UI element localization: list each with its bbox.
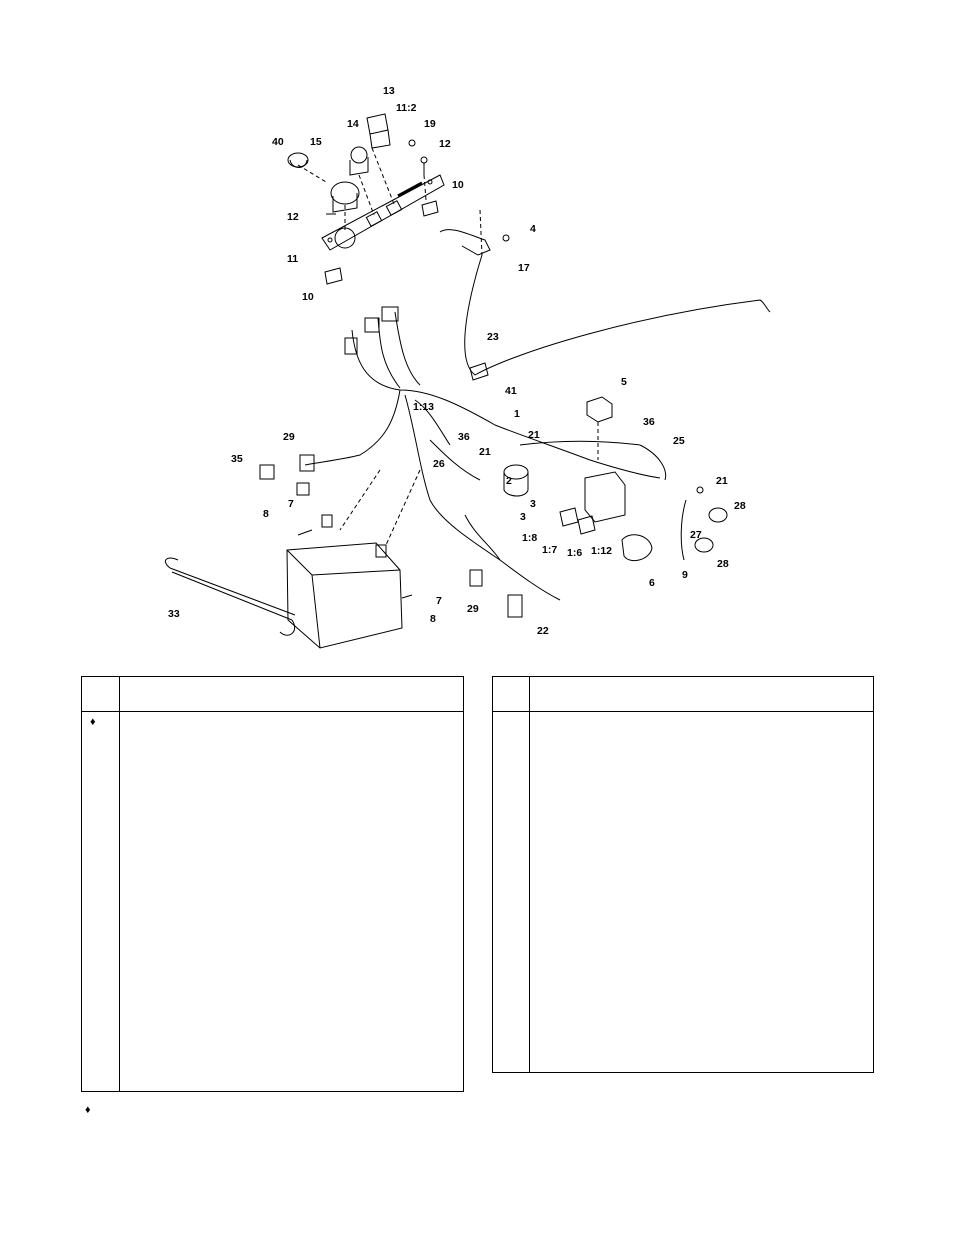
callout-label: 21 [528,429,540,441]
callout-label: 10 [302,291,314,303]
main-harness [351,329,661,479]
callout-label: 11 [287,253,298,265]
callout-label: 22 [537,625,549,637]
callout-label: 1 [514,408,520,420]
callout-label: 12 [287,211,299,223]
callout-label: 25 [673,435,685,447]
callout-label: 21 [716,475,728,487]
table-header [493,677,873,712]
relay [586,396,613,423]
wiring-harness-exploded-diagram: 13 14 11:2 19 40 15 12 12 10 4 17 11 10 … [165,85,771,649]
ignition-switch [330,181,360,205]
callout-label: 2 [506,475,512,487]
callout-label: 36 [458,431,470,443]
rocker-switch [366,113,389,135]
callout-label: 35 [231,453,243,465]
callout-label: 23 [487,331,499,343]
callout-label: 6 [649,577,655,589]
callout-label: 29 [467,603,479,615]
callout-label: 1:12 [591,545,612,557]
parts-table-right [492,676,874,1073]
fuse-block [584,471,626,523]
callout-label: 8 [430,613,436,625]
callout-label: 12 [439,138,451,150]
callout-label: 28 [734,500,746,512]
knob [350,146,368,164]
footnote-diamond-marker: ♦ [85,1104,91,1116]
parts-table-left: ♦ [81,676,464,1092]
callout-label: 1:6 [567,547,582,559]
callout-label: 10 [452,179,464,191]
callout-labels: 13 14 11:2 19 40 15 12 12 10 4 17 11 10 … [168,85,746,637]
starter-solenoid [621,534,653,562]
callout-label: 26 [433,458,445,470]
callout-label: 3 [520,511,526,523]
battery [286,542,403,649]
table-header [82,677,463,712]
callout-label: 9 [682,569,688,581]
column-divider [529,677,530,1072]
callout-label: 1:7 [542,544,557,556]
callout-label: 33 [168,608,180,620]
callout-label: 29 [283,431,295,443]
callout-label: 7 [436,595,442,607]
battery-hold-down [169,567,296,616]
throttle-cable [464,254,771,376]
callout-label: 27 [690,529,702,541]
callout-label: 8 [263,508,269,520]
callout-label: 13 [383,85,395,97]
callout-label: 11:2 [396,102,417,114]
callout-label: 15 [310,136,322,148]
callout-label: 36 [643,416,655,428]
callout-label: 28 [717,558,729,570]
diamond-marker: ♦ [90,716,96,728]
callout-label: 41 [505,385,517,397]
callout-label: 1:8 [522,532,537,544]
callout-label: 14 [347,118,359,130]
callout-label: 4 [530,223,536,235]
callout-label: 3 [530,498,536,510]
battery-cable [680,499,687,561]
dash-panel-plate [321,174,445,251]
callout-label: 5 [621,376,627,388]
column-divider [119,677,120,1091]
callout-label: 40 [272,136,284,148]
callout-label: 17 [518,262,530,274]
callout-label: 21 [479,446,491,458]
callout-label: 19 [424,118,436,130]
callout-label: 7 [288,498,294,510]
callout-label: 1:13 [413,401,434,413]
